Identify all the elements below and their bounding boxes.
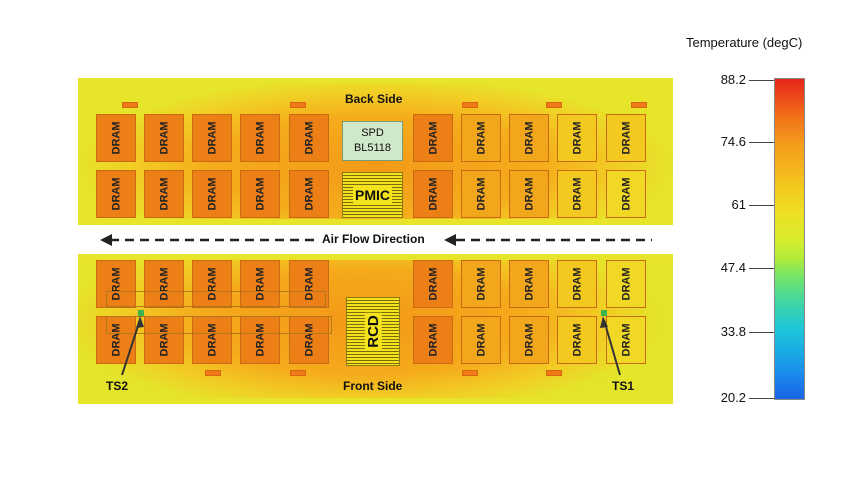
dram-chip: DRAM bbox=[606, 170, 646, 218]
dram-chip: DRAM bbox=[240, 114, 280, 162]
airflow-label: Air Flow Direction bbox=[322, 232, 425, 246]
spd-label: SPD bbox=[361, 127, 384, 139]
airflow-arrows bbox=[100, 234, 652, 246]
back-side-label: Back Side bbox=[345, 92, 403, 106]
colorbar-title: Temperature (degC) bbox=[686, 35, 803, 50]
contact-pad bbox=[546, 370, 562, 376]
rcd-chip: RCD bbox=[346, 297, 400, 366]
contact-pad bbox=[631, 102, 647, 108]
dram-chip: DRAM bbox=[144, 170, 184, 218]
colorbar-tick-label: 47.4 bbox=[720, 260, 746, 275]
dram-chip: DRAM bbox=[509, 260, 549, 308]
colorbar-tick bbox=[749, 268, 774, 269]
pmic-label: PMIC bbox=[353, 187, 392, 203]
temperature-sensor-ts2 bbox=[138, 310, 144, 316]
dram-chip: DRAM bbox=[96, 260, 136, 308]
contact-pad bbox=[205, 370, 221, 376]
dram-chip: DRAM bbox=[289, 260, 329, 308]
spd-model-label: BL5118 bbox=[353, 142, 392, 154]
dram-chip: DRAM bbox=[413, 260, 453, 308]
contact-pad bbox=[290, 102, 306, 108]
dram-chip: DRAM bbox=[557, 260, 597, 308]
dram-chip: DRAM bbox=[289, 114, 329, 162]
contact-pad bbox=[290, 370, 306, 376]
dram-chip: DRAM bbox=[557, 316, 597, 364]
contact-pad bbox=[462, 102, 478, 108]
board-edge bbox=[78, 398, 673, 404]
contact-pad bbox=[462, 370, 478, 376]
dram-chip: DRAM bbox=[413, 114, 453, 162]
dram-chip: DRAM bbox=[240, 316, 280, 364]
dram-chip: DRAM bbox=[461, 114, 501, 162]
dram-chip: DRAM bbox=[96, 170, 136, 218]
dram-chip: DRAM bbox=[557, 170, 597, 218]
dram-chip: DRAM bbox=[289, 170, 329, 218]
colorbar-tick-label: 88.2 bbox=[720, 72, 746, 87]
dram-chip: DRAM bbox=[461, 316, 501, 364]
dram-chip: DRAM bbox=[192, 114, 232, 162]
colorbar-tick-label: 20.2 bbox=[720, 390, 746, 405]
colorbar-tick-label: 61 bbox=[731, 197, 746, 212]
board-edge bbox=[78, 78, 673, 84]
contact-pad bbox=[122, 102, 138, 108]
chip-group-outline bbox=[106, 291, 326, 307]
arrow-left-icon bbox=[444, 234, 456, 246]
colorbar-tick bbox=[749, 205, 774, 206]
dram-chip: DRAM bbox=[289, 316, 329, 364]
dram-chip: DRAM bbox=[240, 170, 280, 218]
colorbar-tick bbox=[749, 398, 774, 399]
colorbar-tick bbox=[749, 332, 774, 333]
dram-chip: DRAM bbox=[461, 260, 501, 308]
dram-chip: DRAM bbox=[240, 260, 280, 308]
dram-chip: DRAM bbox=[96, 114, 136, 162]
dram-chip: DRAM bbox=[606, 114, 646, 162]
dram-chip: DRAM bbox=[606, 260, 646, 308]
dram-chip: DRAM bbox=[557, 114, 597, 162]
colorbar-tick-label: 33.8 bbox=[720, 324, 746, 339]
rcd-label: RCD bbox=[364, 313, 382, 350]
board-edge bbox=[78, 219, 673, 225]
colorbar-tick-label: 74.6 bbox=[720, 134, 746, 149]
dram-chip: DRAM bbox=[509, 170, 549, 218]
dram-chip: DRAM bbox=[461, 170, 501, 218]
arrow-left-icon bbox=[100, 234, 112, 246]
dram-chip: DRAM bbox=[192, 170, 232, 218]
ts2-label: TS2 bbox=[106, 379, 129, 393]
dram-chip: DRAM bbox=[413, 316, 453, 364]
colorbar-tick bbox=[749, 142, 774, 143]
dram-chip: DRAM bbox=[144, 260, 184, 308]
pmic-chip: PMIC bbox=[342, 172, 403, 218]
colorbar-tick bbox=[749, 80, 774, 81]
dram-chip: DRAM bbox=[192, 260, 232, 308]
board-edge bbox=[78, 254, 673, 260]
chip-group-outline bbox=[106, 316, 332, 334]
spd-chip: SPD BL5118 bbox=[342, 121, 403, 161]
temperature-sensor-ts1 bbox=[601, 310, 607, 316]
ts1-label: TS1 bbox=[612, 379, 635, 393]
dram-chip: DRAM bbox=[144, 316, 184, 364]
dram-chip: DRAM bbox=[509, 114, 549, 162]
dram-chip: DRAM bbox=[413, 170, 453, 218]
temperature-colorbar bbox=[774, 78, 805, 400]
dram-chip: DRAM bbox=[144, 114, 184, 162]
dram-chip: DRAM bbox=[606, 316, 646, 364]
dram-chip: DRAM bbox=[192, 316, 232, 364]
dram-chip: DRAM bbox=[509, 316, 549, 364]
front-side-label: Front Side bbox=[343, 379, 403, 393]
contact-pad bbox=[546, 102, 562, 108]
